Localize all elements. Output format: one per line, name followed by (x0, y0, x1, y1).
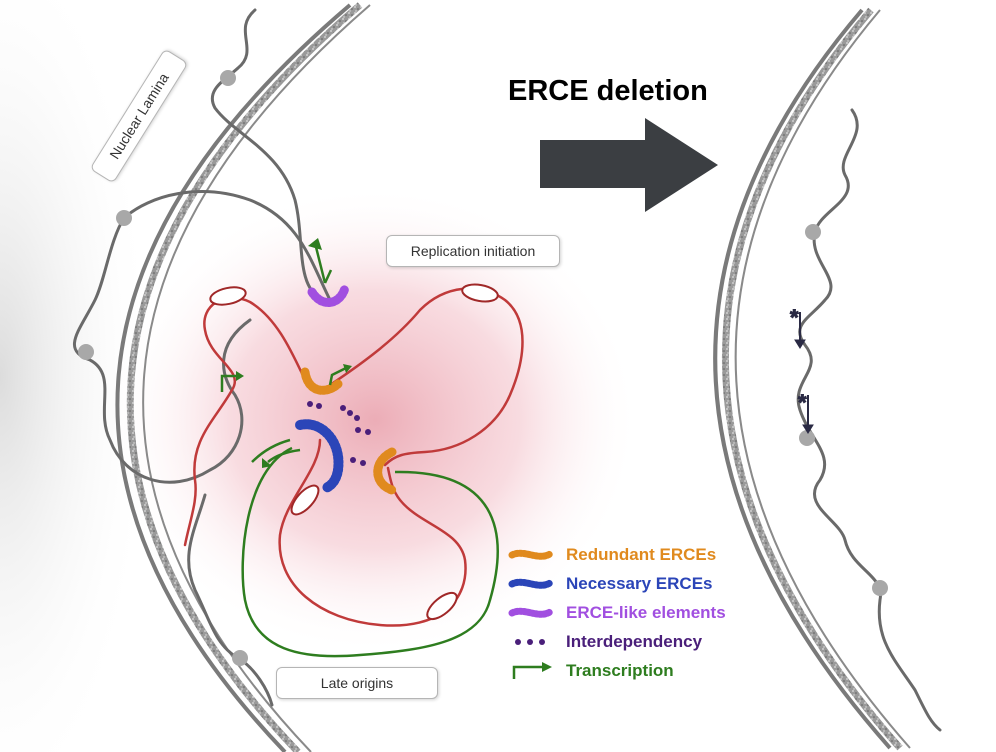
redundant-erce-top (300, 367, 343, 395)
interdependency-swatch (508, 632, 554, 652)
legend-label: Redundant ERCEs (566, 544, 717, 564)
gray-chromatin-right (796, 108, 942, 732)
lamina-anchor-points-right (799, 224, 888, 596)
deletion-arrow (540, 118, 718, 212)
title-text: ERCE deletion (508, 75, 708, 107)
legend-item-redundant-erces: Redundant ERCEs (508, 540, 808, 569)
late-origins-callout: Late origins (276, 667, 438, 699)
transcription-arrow-icon (508, 661, 554, 681)
legend-label: Interdependency (566, 631, 703, 651)
interdependency-dots (307, 401, 371, 466)
svg-text:*: * (790, 305, 799, 330)
replication-initiation-callout: Replication initiation (386, 235, 560, 267)
legend-item-erce-like-elements: ERCE-like elements (508, 598, 808, 627)
lamina-anchor-points-left (78, 70, 248, 666)
necessary-erce-swatch (508, 574, 554, 594)
legend-item-interdependency: Interdependency (508, 627, 808, 656)
left-nuclear-lamina (115, 2, 371, 752)
redundant-erce-swatch (508, 545, 554, 565)
legend-item-necessary-erces: Necessary ERCEs (508, 569, 808, 598)
legend-item-transcription: Transcription (508, 656, 808, 685)
redundant-erce-right (373, 447, 397, 495)
erce-like-swatch (508, 603, 554, 623)
gray-chromatin-left (72, 8, 332, 707)
blocked-transcription-markers: * * (790, 305, 814, 434)
replication-origins (209, 283, 499, 621)
erce-like-element (307, 283, 350, 307)
legend-label: Transcription (566, 660, 674, 680)
necessary-erce (295, 419, 344, 493)
red-chromatin-loops (183, 287, 524, 627)
legend: Redundant ERCEs Necessary ERCEs ERCE-lik… (508, 540, 808, 685)
transcription-loops (241, 446, 499, 658)
legend-label: ERCE-like elements (566, 602, 726, 622)
right-nuclear-lamina (713, 7, 911, 751)
legend-label: Necessary ERCEs (566, 573, 713, 593)
svg-text:*: * (798, 390, 807, 415)
transcription-arrows (220, 238, 352, 468)
